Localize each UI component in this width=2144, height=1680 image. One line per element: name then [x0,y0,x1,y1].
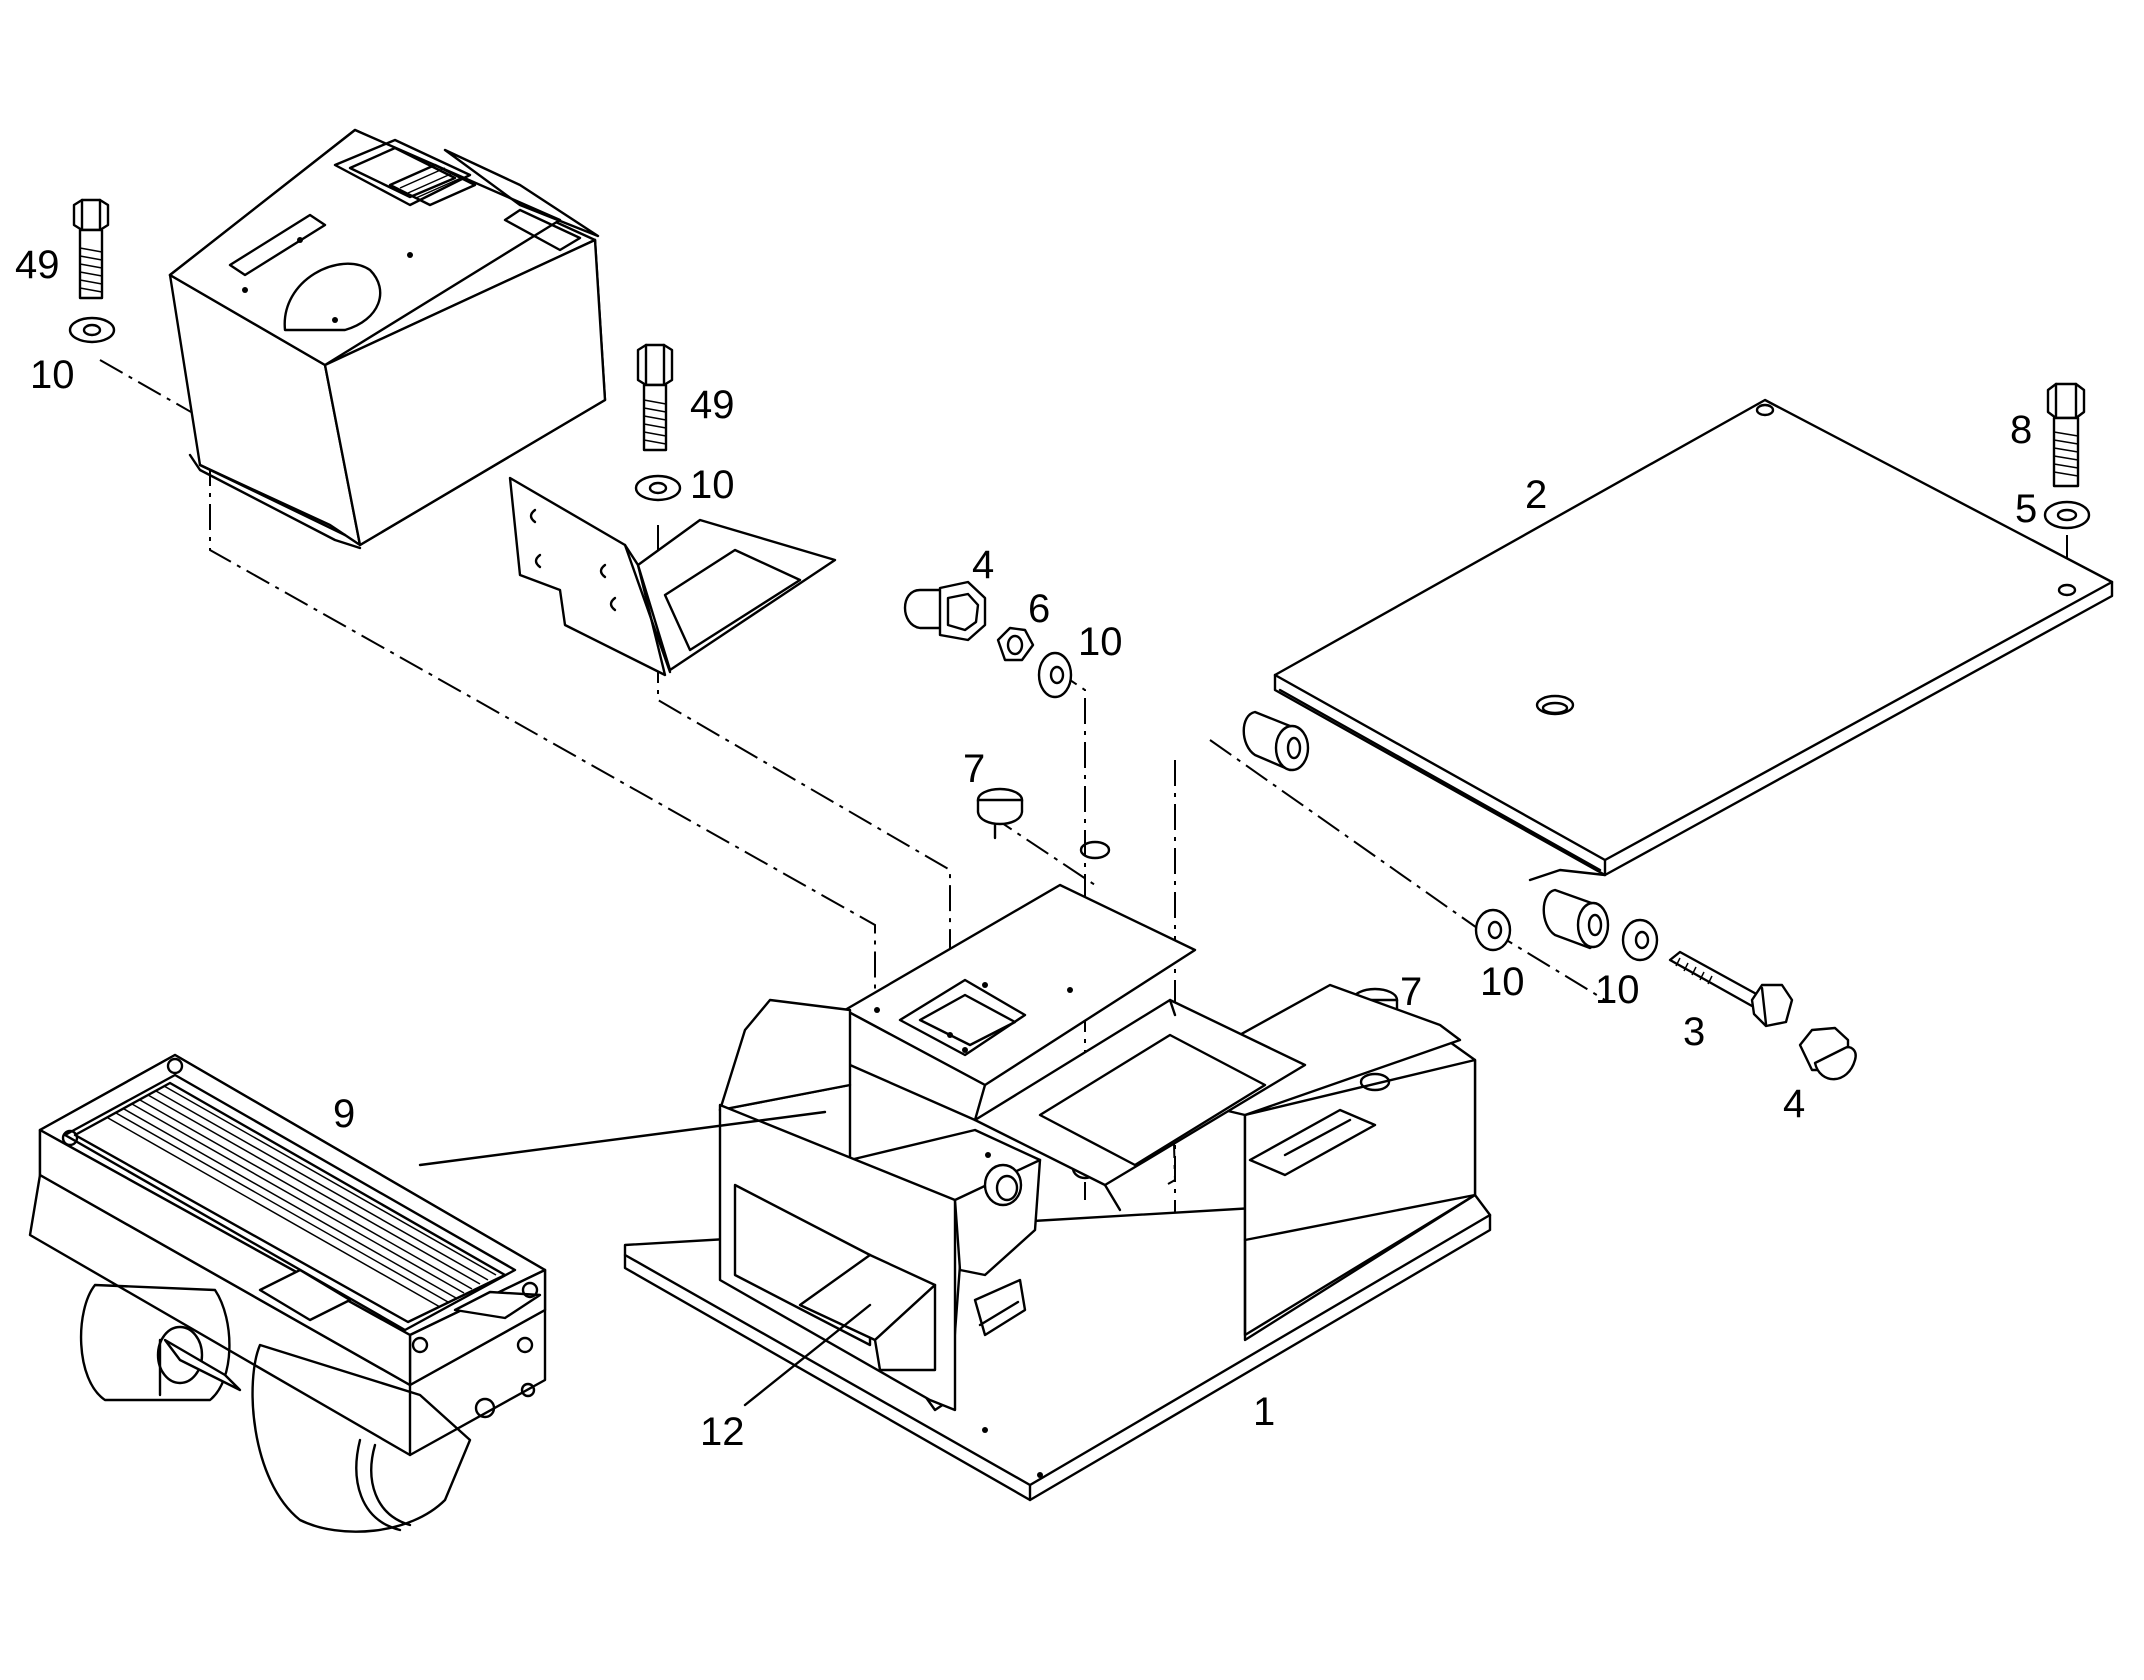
callout-49-mid: 49 [690,383,735,427]
callout-8: 8 [2010,408,2032,452]
heater-blower-9 [28,1053,547,1533]
grille-slats [107,1085,497,1308]
callout-10-left: 10 [30,353,75,397]
callout-10-top: 10 [1078,620,1123,664]
plug-7-top [976,787,1024,840]
mounting-bracket [508,476,837,677]
callout-7-top: 7 [963,747,985,791]
callout-4-top: 4 [972,543,994,587]
callout-10-right-a: 10 [1480,960,1525,1004]
callout-3: 3 [1683,1010,1705,1054]
washer-10-right-a [1474,908,1512,952]
cover-plate-2 [1242,398,2114,950]
cap-nut-4-top [903,580,987,642]
base-frame-1 [623,840,1492,1502]
control-box-part [168,128,607,550]
callout-6: 6 [1028,587,1050,631]
callout-9: 9 [333,1092,355,1136]
callout-10-right-b: 10 [1595,968,1640,1012]
callout-12: 12 [700,1410,745,1454]
washer-10-mid [634,474,682,502]
washer-10-left [68,316,116,344]
nut-6 [996,626,1035,662]
washer-10-top [1037,651,1073,699]
callout-10-mid: 10 [690,463,735,507]
bolt-49-mid [636,343,674,452]
washer-5 [2043,500,2091,530]
callout-2: 2 [1525,473,1547,517]
callout-labels: 49 10 49 10 4 6 10 7 2 8 5 7 10 10 3 4 9… [15,243,2037,1454]
cap-nut-4-right [1798,1026,1857,1081]
callout-4-right: 4 [1783,1082,1805,1126]
callout-5: 5 [2015,487,2037,531]
bolt-49-left [72,198,110,300]
washer-10-right-b [1621,918,1659,962]
callout-leaders [418,1110,872,1407]
callout-7-right: 7 [1400,970,1422,1014]
callout-1: 1 [1253,1390,1275,1434]
bolt-3 [1668,950,1794,1028]
bolt-8 [2046,382,2086,488]
callout-49-left: 49 [15,243,60,287]
